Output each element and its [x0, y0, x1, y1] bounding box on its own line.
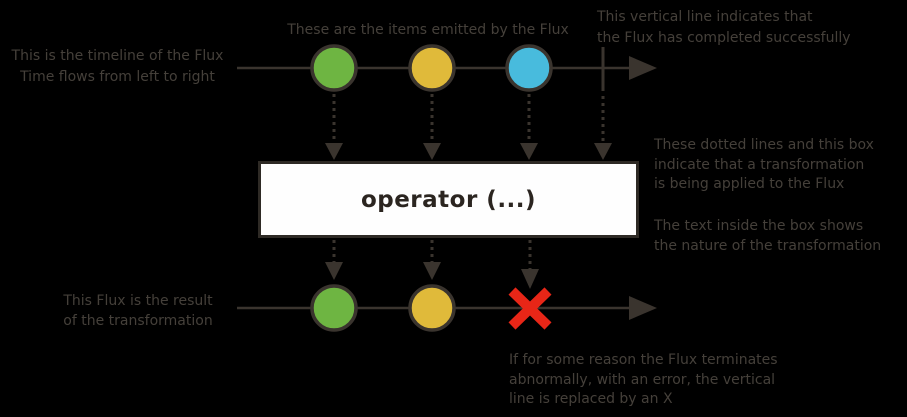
result-timeline-arrowhead-icon	[629, 296, 657, 320]
note-emitted-items: These are the items emitted by the Flux	[287, 22, 569, 38]
dotted-arrowhead-icon	[423, 262, 441, 280]
operator-box: operator (...)	[258, 161, 639, 238]
result-marble-green	[310, 284, 358, 332]
source-marble-yellow	[408, 44, 456, 92]
note-timeline: This is the timeline of the Flux Time fl…	[11, 48, 224, 85]
dotted-arrowhead-icon	[325, 143, 343, 160]
note-completion: This vertical line indicates that the Fl…	[597, 9, 851, 46]
source-marble-green	[310, 44, 358, 92]
note-box-label-meaning: The text inside the box shows the nature…	[654, 218, 882, 254]
dotted-arrowhead-icon	[423, 143, 441, 160]
error-x-icon	[508, 287, 552, 330]
result-marble-yellow	[408, 284, 456, 332]
note-transformation: These dotted lines and this box indicate…	[654, 137, 874, 192]
dotted-arrowhead-icon	[521, 269, 539, 289]
note-error-termination: If for some reason the Flux terminates a…	[509, 352, 778, 407]
note-result-flux: This Flux is the result of the transform…	[63, 293, 213, 329]
source-marble-blue	[505, 44, 553, 92]
dotted-arrowhead-icon	[325, 262, 343, 280]
source-timeline-arrowhead-icon	[629, 56, 657, 80]
operator-box-label: operator (...)	[360, 186, 537, 213]
dotted-arrowhead-icon	[594, 143, 612, 160]
dotted-arrowhead-icon	[520, 143, 538, 160]
